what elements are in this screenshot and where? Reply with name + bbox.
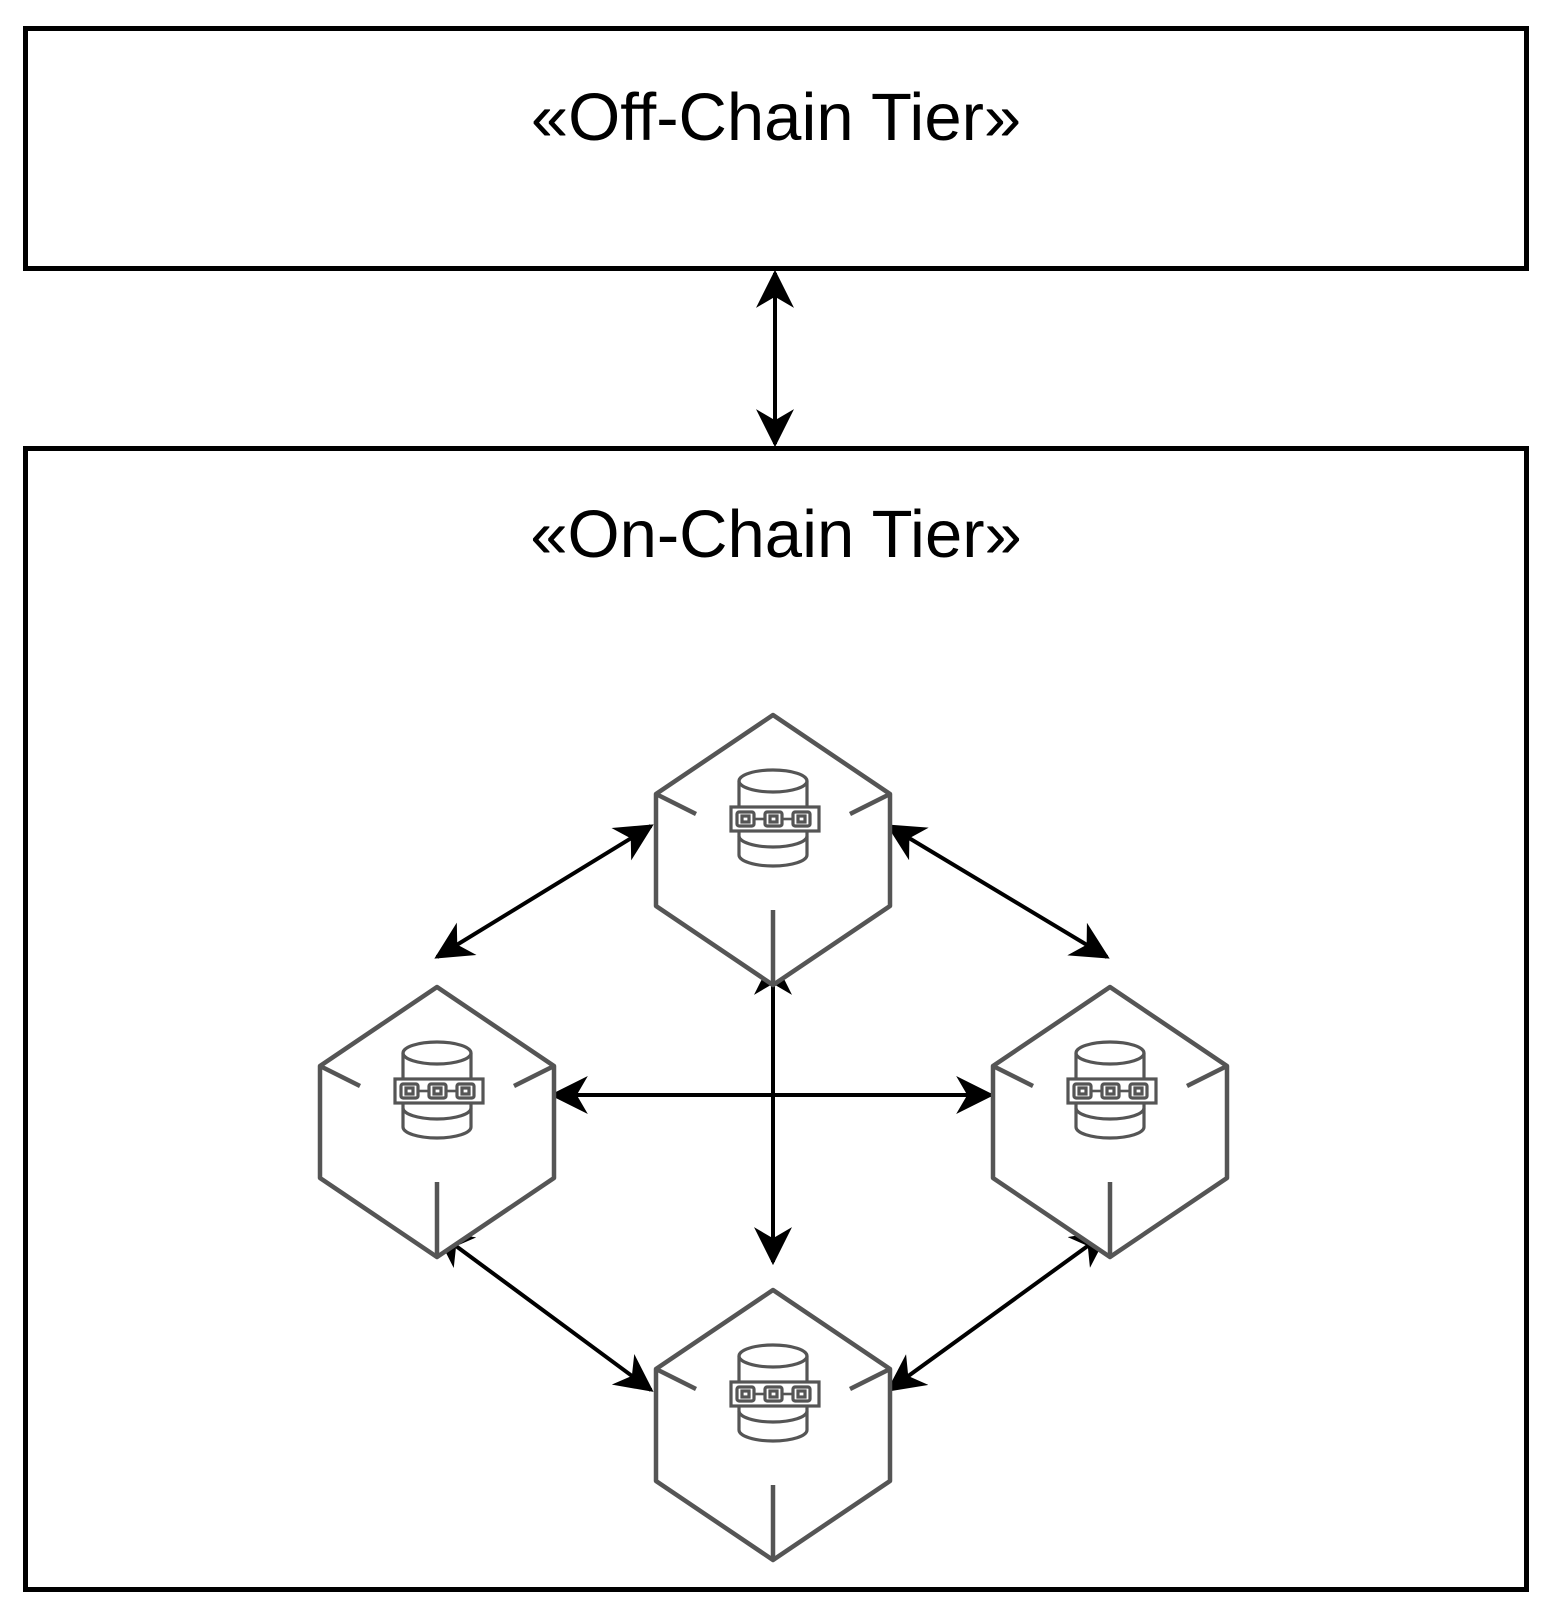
on-chain-tier-label: «On-Chain Tier» [530,497,1022,572]
off-chain-tier-label: «Off-Chain Tier» [530,80,1022,155]
on-chain-tier-box: «On-Chain Tier» [23,446,1529,1592]
off-chain-tier-box: «Off-Chain Tier» [23,26,1529,271]
